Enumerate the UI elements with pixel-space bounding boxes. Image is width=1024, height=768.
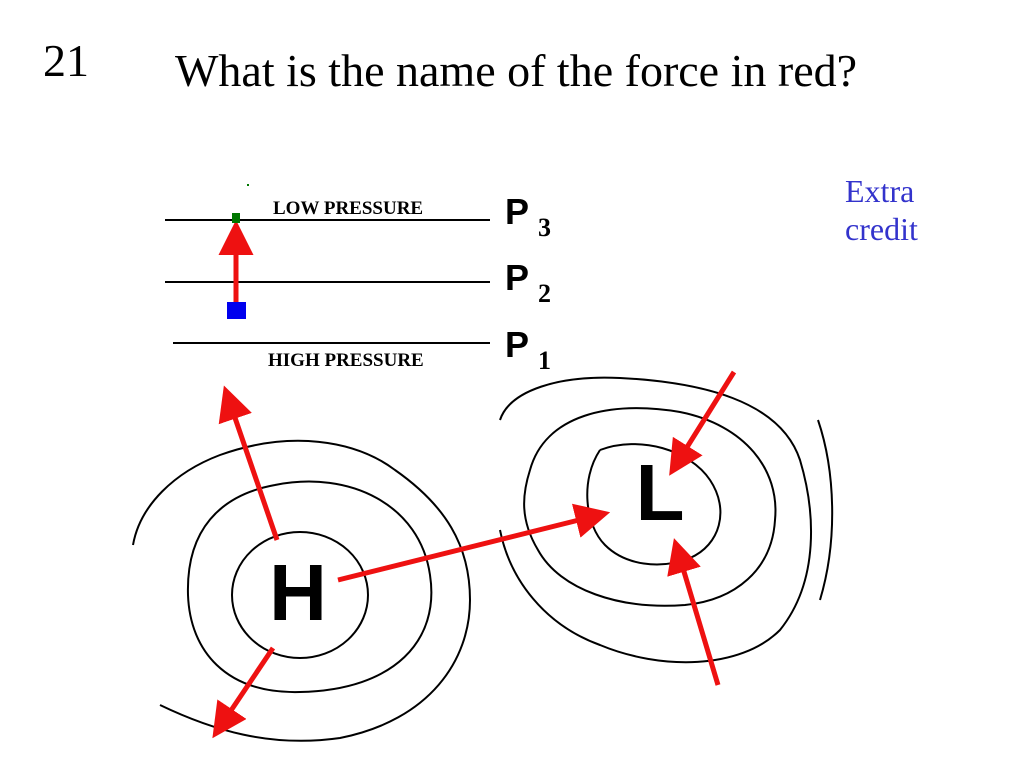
green-tip-marker	[232, 213, 240, 223]
level-label-p1: P 1	[505, 324, 551, 375]
high-isobar-outer	[132, 439, 472, 742]
force-arrow-low-top	[669, 370, 737, 476]
extra-credit-line-1: Extra	[845, 173, 915, 209]
low-pressure-symbol: L	[636, 448, 685, 537]
level-label-p2: P 2	[505, 257, 551, 308]
level-letter-p3: P	[505, 191, 529, 232]
force-arrow-high-up	[218, 385, 280, 541]
level-label-p3: P 3	[505, 191, 551, 242]
level-subscript-p2: 2	[538, 279, 551, 308]
low-isobar-middle	[523, 407, 777, 607]
low-isobar-arc	[817, 419, 834, 601]
air-parcel-marker	[227, 302, 246, 319]
level-letter-p1: P	[505, 324, 529, 365]
force-arrow-high-to-low	[337, 503, 611, 583]
extra-credit-line-2: credit	[845, 211, 918, 248]
force-arrow-low-bottom	[667, 538, 721, 686]
high-isobar-middle	[186, 480, 433, 694]
extra-credit-note: Extra credit	[845, 172, 965, 249]
high-pressure-system	[132, 439, 472, 742]
pressure-level-diagram: LOW PRESSURE HIGH PRESSURE P 3 P 2 P 1	[165, 184, 551, 375]
high-pressure-label: HIGH PRESSURE	[268, 350, 424, 371]
level-subscript-p1: 1	[538, 346, 551, 375]
low-pressure-label: LOW PRESSURE	[273, 198, 423, 219]
high-isobar-inner	[231, 531, 369, 659]
low-isobar-outer	[499, 376, 813, 664]
high-pressure-symbol: H	[269, 548, 327, 637]
small-dot-marker	[247, 184, 249, 186]
slide-title: What is the name of the force in red?	[175, 45, 858, 96]
force-arrow-high-down	[212, 646, 276, 739]
slide-number: 21	[43, 35, 89, 86]
level-subscript-p3: 3	[538, 213, 551, 242]
map-force-arrows	[212, 370, 737, 739]
level-letter-p2: P	[505, 257, 529, 298]
